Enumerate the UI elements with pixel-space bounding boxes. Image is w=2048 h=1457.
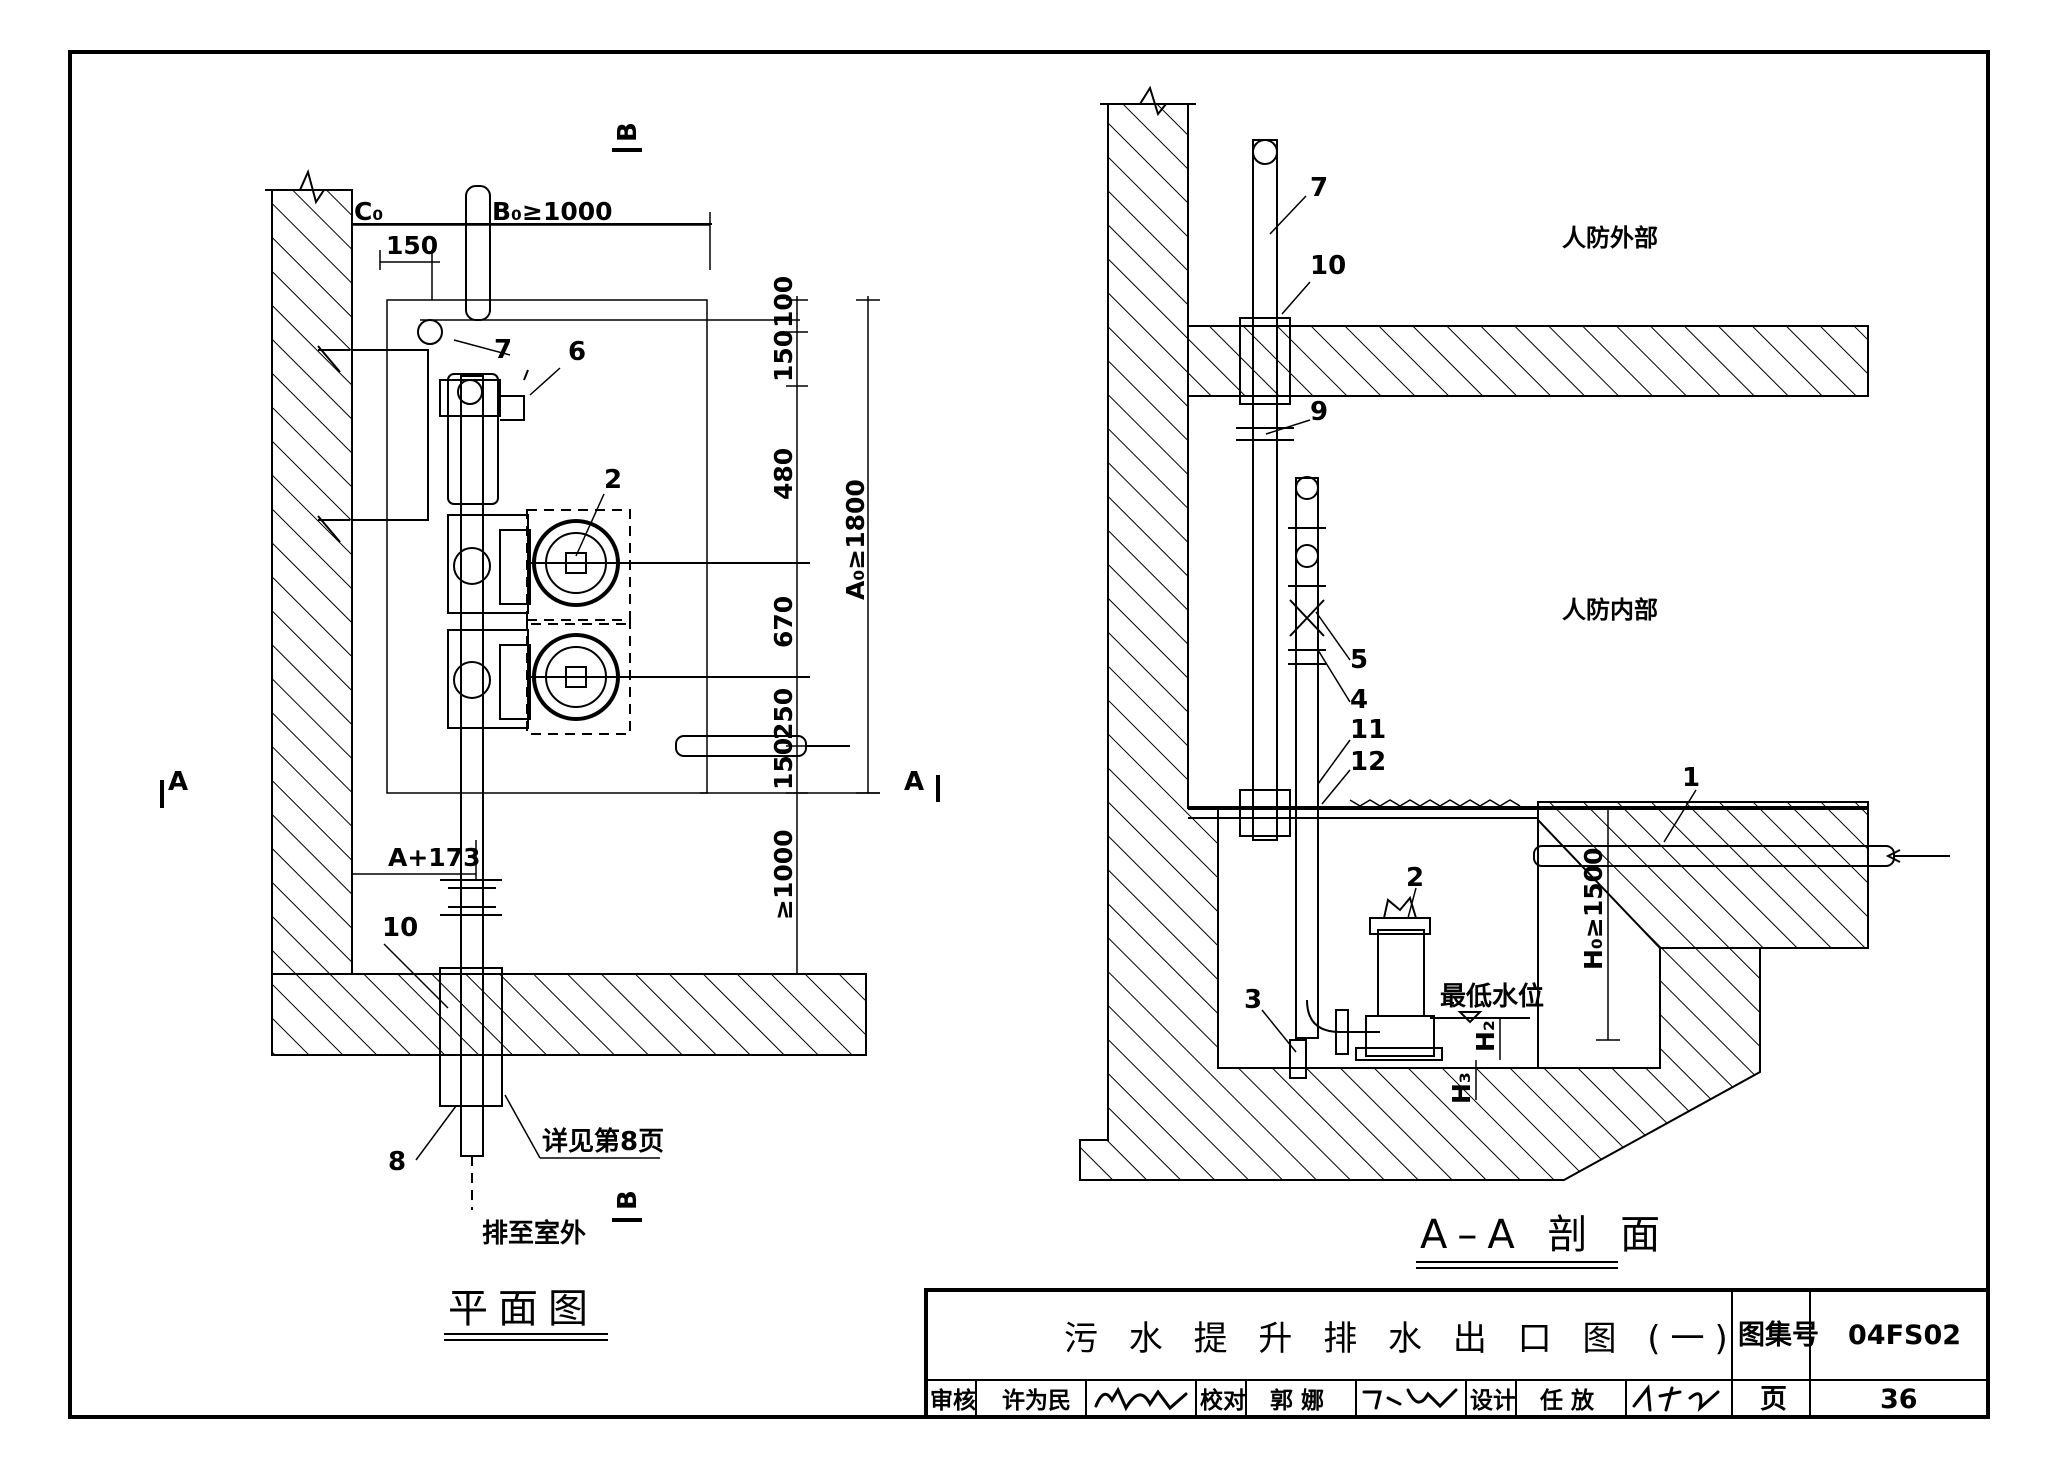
sheet-border bbox=[68, 50, 1990, 1419]
title-block-designer: 任 放 bbox=[1539, 1387, 1595, 1414]
section-callout-10: 10 bbox=[1310, 251, 1346, 281]
section-view: 最低水位 H₀≥1500 H₂ H₃ 人防外部 人防内部 7 10 9 5 4 … bbox=[1079, 85, 1950, 1269]
plan-callout-2: 2 bbox=[604, 465, 622, 495]
plan-section-mark-b-top: B bbox=[613, 122, 643, 142]
plan-pit bbox=[386, 299, 708, 794]
plan-dim-150a: 150 bbox=[769, 330, 798, 382]
section-upper-slab bbox=[1187, 325, 1869, 397]
plan-dim-a0: A₀≥1800 bbox=[841, 479, 870, 600]
plan-note-drain-out: 排至室外 bbox=[482, 1218, 586, 1249]
title-block-page-label: 页 bbox=[1760, 1384, 1787, 1415]
title-block-review-label: 审核 bbox=[930, 1387, 976, 1414]
section-zone-outside: 人防外部 bbox=[1562, 224, 1658, 252]
section-callout-9: 9 bbox=[1310, 397, 1328, 427]
plan-bottom-wall bbox=[271, 973, 867, 1056]
title-block-atlas-label: 图集号 bbox=[1738, 1319, 1819, 1351]
plan-left-wall bbox=[271, 189, 353, 975]
plan-section-mark-b-bottom: B bbox=[613, 1190, 643, 1210]
plan-callout-8: 8 bbox=[388, 1147, 406, 1177]
plan-pump-1 bbox=[447, 509, 810, 625]
title-block-designer-signature bbox=[1632, 1384, 1720, 1413]
section-zone-inside: 人防内部 bbox=[1562, 596, 1658, 624]
section-dim-h0: H₀≥1500 bbox=[1579, 848, 1608, 970]
plan-dim-1000: ≥1000 bbox=[769, 829, 798, 920]
plan-pump-2 bbox=[447, 619, 810, 735]
plan-dim-150b: 150 bbox=[769, 738, 798, 790]
plan-note-see-page: 详见第8页 bbox=[542, 1126, 664, 1157]
plan-callout-7: 7 bbox=[494, 335, 512, 365]
title-block-design-label: 设计 bbox=[1470, 1388, 1516, 1414]
section-callout-1: 1 bbox=[1682, 763, 1700, 793]
section-title: A–A 剖 面 bbox=[1420, 1212, 1670, 1258]
title-block-reviewer: 许为民 bbox=[1002, 1387, 1071, 1414]
plan-section-mark-a-left: A bbox=[168, 767, 188, 797]
plan-dim-670: 670 bbox=[769, 596, 798, 648]
plan-dim-b0: B₀≥1000 bbox=[492, 197, 613, 226]
section-callout-5: 5 bbox=[1350, 645, 1368, 675]
title-block-check-label: 校对 bbox=[1200, 1387, 1246, 1414]
plan-view: C₀ B₀≥1000 150 100 150 480 670 250 150 ≥… bbox=[160, 122, 940, 1341]
title-block-reviewer-signature bbox=[1094, 1386, 1188, 1412]
title-block-checker-signature bbox=[1362, 1388, 1458, 1410]
title-block-page-no: 36 bbox=[1880, 1384, 1918, 1415]
section-water-level: 最低水位 bbox=[1440, 981, 1544, 1012]
plan-dim-150-top: 150 bbox=[386, 231, 438, 260]
title-block-atlas-no: 04FS02 bbox=[1848, 1320, 1961, 1351]
plan-dim-250: 250 bbox=[769, 688, 798, 740]
plan-dim-480: 480 bbox=[769, 448, 798, 500]
plan-title: 平面图 bbox=[448, 1286, 598, 1332]
plan-callout-6: 6 bbox=[568, 337, 586, 367]
section-callout-11: 11 bbox=[1350, 715, 1386, 745]
plan-callout-10: 10 bbox=[382, 913, 418, 943]
plan-dim-a173: A+173 bbox=[388, 843, 480, 872]
section-vent-pipe bbox=[1252, 139, 1278, 841]
title-block: 污 水 提 升 排 水 出 口 图 (一) 图集号 04FS02 审核 许为民 … bbox=[924, 1288, 1990, 1419]
plan-dim-c0: C₀ bbox=[354, 197, 383, 226]
section-callout-7: 7 bbox=[1310, 173, 1328, 203]
plan-section-mark-a-right: A bbox=[904, 767, 924, 797]
title-block-drawing-title: 污 水 提 升 排 水 出 口 图 (一) bbox=[1064, 1319, 1738, 1359]
section-pump bbox=[1355, 895, 1443, 1061]
section-dim-h2: H₂ bbox=[1471, 1020, 1500, 1052]
section-dim-h3: H₃ bbox=[1447, 1072, 1476, 1104]
section-callout-2: 2 bbox=[1406, 863, 1424, 893]
section-callout-12: 12 bbox=[1350, 747, 1386, 777]
section-callout-3: 3 bbox=[1244, 985, 1262, 1015]
section-callout-4: 4 bbox=[1350, 685, 1368, 715]
title-block-checker: 郭 娜 bbox=[1270, 1387, 1324, 1414]
plan-dim-100: 100 bbox=[769, 276, 798, 328]
